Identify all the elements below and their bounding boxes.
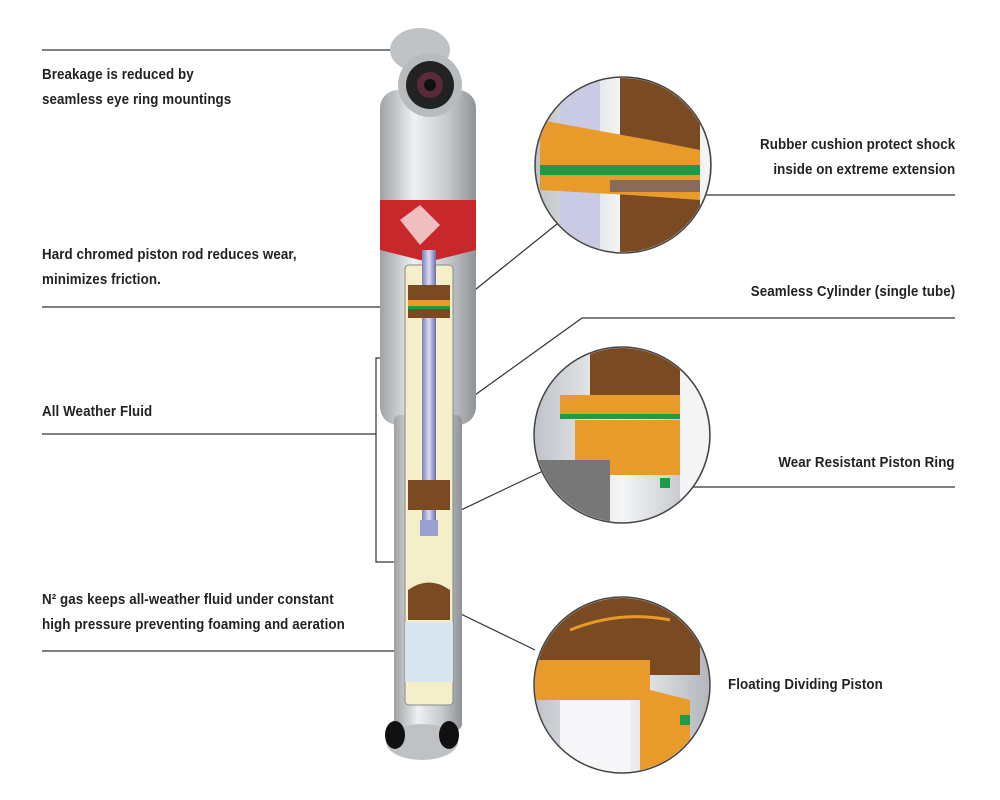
label-piston-ring: Wear Resistant Piston Ring	[778, 455, 955, 471]
label-rubber-cushion: Rubber cushion protect shock inside on e…	[760, 133, 955, 183]
label-line: Rubber cushion protect shock	[759, 137, 955, 153]
label-fluid: All Weather Fluid	[42, 404, 153, 420]
detail-rubber-cushion	[534, 76, 712, 254]
label-cylinder: Seamless Cylinder (single tube)	[750, 284, 955, 300]
shock-absorber	[380, 28, 476, 760]
label-gas: N² gas keeps all-weather fluid under con…	[42, 588, 345, 638]
label-line: Hard chromed piston rod reduces wear,	[42, 247, 297, 263]
label-eye-ring: Breakage is reduced by seamless eye ring…	[42, 63, 231, 113]
label-line: inside on extreme extension	[773, 162, 955, 178]
label-line: N² gas keeps all-weather fluid under con…	[42, 592, 334, 608]
detail-piston-ring	[533, 346, 711, 524]
label-line: minimizes friction.	[42, 272, 161, 288]
detail-dividing-piston	[533, 596, 711, 774]
label-line: high pressure preventing foaming and aer…	[42, 617, 345, 633]
label-dividing-piston: Floating Dividing Piston	[728, 677, 883, 693]
label-line: Breakage is reduced by	[42, 67, 194, 83]
label-piston-rod: Hard chromed piston rod reduces wear, mi…	[42, 243, 297, 293]
label-line: seamless eye ring mountings	[42, 92, 232, 108]
